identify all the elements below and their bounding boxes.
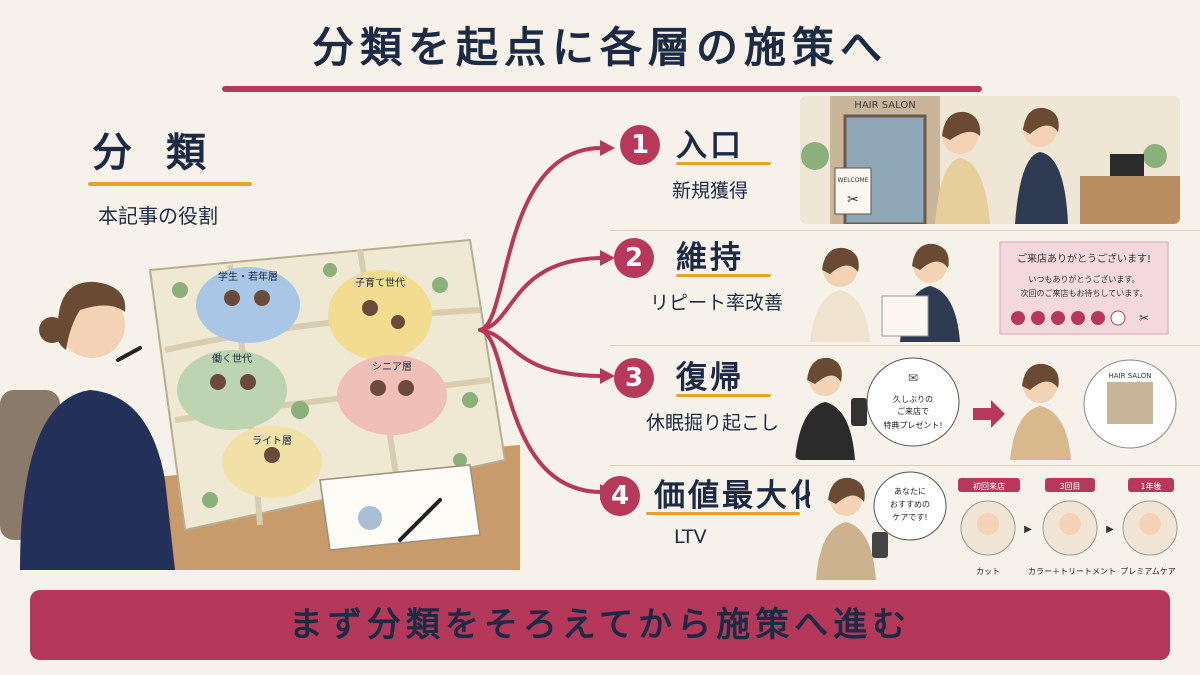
clipboard-icon <box>881 295 929 337</box>
envelope-icon: ✉ <box>908 371 918 385</box>
card-title: ご来店ありがとうございます! <box>1017 252 1151 265</box>
analyst-woman <box>20 281 175 570</box>
panel-new-customer: HAIR SALON WELCOME ✂ <box>800 96 1180 224</box>
returning-customer <box>1010 406 1071 460</box>
arrow-to-step-4 <box>478 328 602 494</box>
left-subheading: 本記事の役割 <box>98 204 218 228</box>
segment-label-parents: 子育て世代 <box>355 276 405 289</box>
bubble-line-3: ケアです! <box>892 513 927 522</box>
phone-icon-2 <box>872 532 888 558</box>
divider-2 <box>610 345 1200 346</box>
dormant-customer <box>795 402 855 460</box>
step-4-title: 価値最大化 <box>654 478 824 514</box>
segment-label-workers: 働く世代 <box>212 352 252 365</box>
arrow-right-icon <box>973 400 1005 428</box>
stage-2-label: 3回目 <box>1059 482 1080 491</box>
step-2-underline <box>676 274 771 277</box>
scissors-icon-2: ✂ <box>1139 311 1149 325</box>
customer-woman-2 <box>810 290 870 342</box>
divider-3 <box>610 465 1200 466</box>
stage-arrow-icon-2: ▶ <box>1106 524 1114 535</box>
customer-woman <box>935 158 990 224</box>
step-3-title: 復帰 <box>676 360 744 396</box>
stage-1-caption: カット <box>976 567 1000 576</box>
segment-parents-blob <box>328 270 432 360</box>
arrowhead-2 <box>600 250 615 266</box>
message-line-3: 特典プレゼント! <box>883 420 942 430</box>
step-1-subtitle: 新規獲得 <box>672 180 749 202</box>
arrow-to-step-1 <box>478 146 602 332</box>
segment-seniors-blob <box>337 355 447 435</box>
stage-1-label: 初回来店 <box>973 481 1005 491</box>
left-heading-underline <box>88 182 252 186</box>
plant-icon-right <box>1143 144 1167 168</box>
branch-arrows <box>478 140 615 500</box>
step-4-underline <box>646 512 800 515</box>
segment-label-students: 学生・若年層 <box>218 270 278 283</box>
step-1-title: 入口 <box>676 128 744 164</box>
reception-counter <box>1080 176 1180 224</box>
stamp-circles <box>1011 310 1126 326</box>
step-3-subtitle: 休眠掘り起こし <box>646 412 780 434</box>
stage-2-badge <box>1045 478 1095 492</box>
pen-icon <box>398 498 442 542</box>
bubble-line-1: あなたに <box>894 487 926 496</box>
divider-1 <box>610 230 1200 231</box>
left-heading: 分 類 <box>92 130 216 176</box>
message-bubble <box>866 357 960 447</box>
segment-people <box>210 290 414 463</box>
scissors-icon: ✂ <box>847 192 859 208</box>
page-title: 分類を起点に各層の施策へ <box>311 23 888 72</box>
step-2-number: 2 <box>614 238 654 278</box>
map-roads <box>164 249 491 526</box>
step-4-subtitle: LTV <box>674 526 707 548</box>
arrow-to-step-3 <box>478 328 602 378</box>
bottom-banner <box>30 590 1170 660</box>
segment-label-light-users: ライト層 <box>252 435 292 447</box>
stylist-woman <box>1015 152 1068 224</box>
notebook-pie-icon <box>358 506 382 530</box>
segment-workers-blob <box>177 350 287 430</box>
stage-1-badge <box>958 478 1020 492</box>
arrow-to-step-2 <box>478 256 602 332</box>
bottom-banner-text: まず分類をそろえてから施策へ進む <box>288 605 912 645</box>
step-3-underline <box>676 394 771 397</box>
panel-value-max: あなたに おすすめの ケアです! 初回来店 カット ▶ 3回目 カラー＋トリート… <box>810 470 1180 580</box>
stage-3-label: 1年後 <box>1140 481 1161 491</box>
step-1-number: 1 <box>620 125 660 165</box>
card-line-1: いつもありがとうございます。 <box>1028 274 1139 284</box>
segment-label-seniors: シニア層 <box>372 361 412 373</box>
stage-arrow-icon-1: ▶ <box>1024 524 1032 535</box>
recommend-bubble <box>873 471 947 541</box>
segment-students-blob <box>196 267 300 343</box>
loyal-customer <box>816 522 876 580</box>
step-4-number: 4 <box>600 476 640 516</box>
stage-3-caption: プレミアムケア <box>1120 567 1175 576</box>
step-2-subtitle: リピート率改善 <box>650 292 784 314</box>
salon-sign: HAIR SALON <box>854 100 915 111</box>
message-line-2: ご来店で <box>897 406 929 416</box>
stage-2-caption: カラー＋トリートメント <box>1028 567 1116 576</box>
arrowhead-1 <box>600 140 615 156</box>
panel-winback: ✉ 久しぶりの ご来店で 特典プレゼント! HAIR SALON <box>795 352 1180 460</box>
step-3-number: 3 <box>614 358 654 398</box>
phone-icon <box>851 398 867 426</box>
notebook <box>319 464 481 551</box>
card-line-2: 次回のご来店もお待ちしています。 <box>1021 288 1148 298</box>
step-2-title: 維持 <box>676 240 744 276</box>
step-1-underline <box>676 162 771 165</box>
message-line-1: 久しぶりの <box>893 394 933 404</box>
salon-thought-icon <box>1107 382 1153 424</box>
title-underline <box>222 86 982 92</box>
panel-retention: ご来店ありがとうございます! いつもありがとうございます。 次回のご来店もお待ち… <box>800 238 1180 342</box>
welcome-board <box>834 167 872 215</box>
segmentation-map-scene: 学生・若年層 子育て世代 働く世代 シニア層 ライト層 <box>0 238 520 570</box>
stage-3-badge <box>1128 478 1174 492</box>
plant-icon <box>801 142 829 170</box>
arrowhead-3 <box>600 368 615 384</box>
bubble-line-2: おすすめの <box>890 500 930 509</box>
welcome-text: WELCOME <box>838 177 869 184</box>
salon-sign-2: HAIR SALON <box>1109 372 1152 380</box>
monitor-icon <box>1110 154 1144 176</box>
